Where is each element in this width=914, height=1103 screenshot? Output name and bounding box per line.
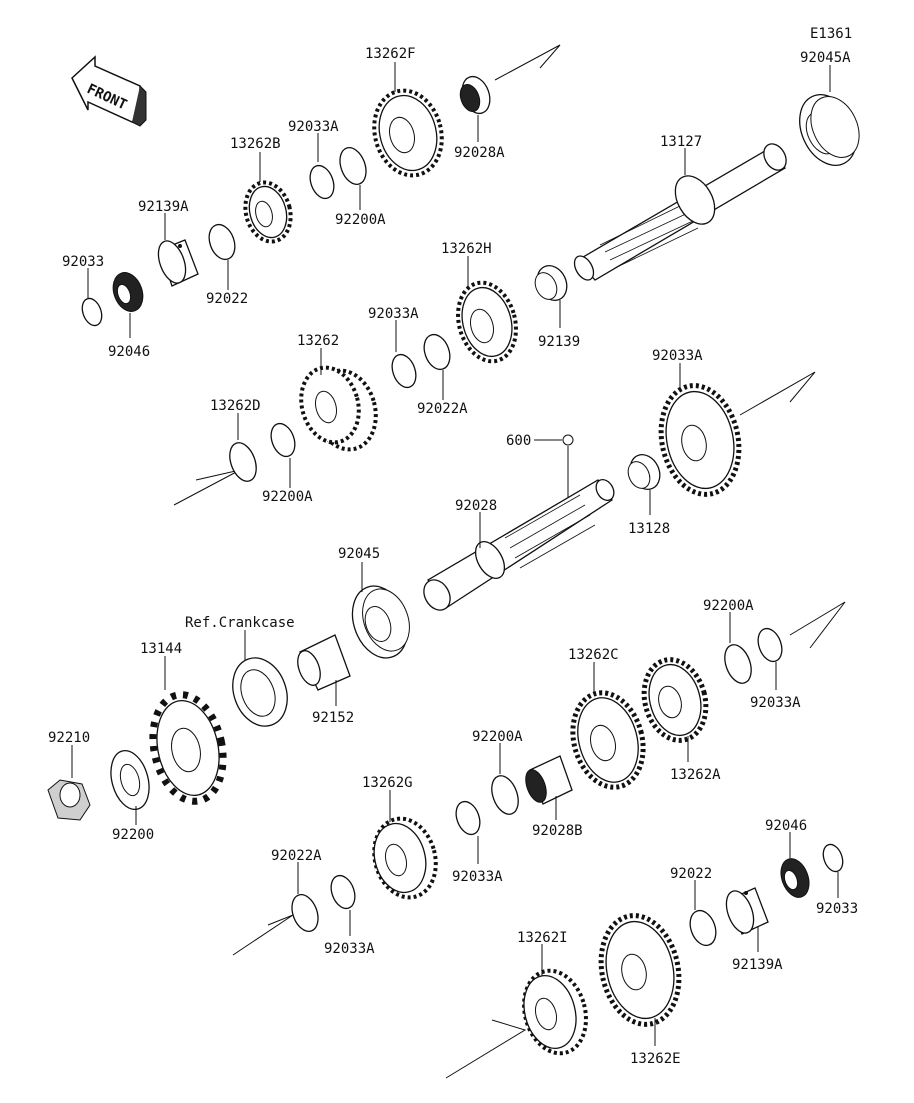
circlip-92033A-1 (309, 164, 335, 200)
label-92033A-1: 92033A (288, 119, 339, 135)
collar-92139A-1 (157, 239, 199, 287)
label-92022A-1: 92022A (417, 401, 468, 417)
label-13262C: 13262C (568, 647, 619, 663)
label-92045: 92045 (338, 546, 380, 562)
gear-13262I (522, 968, 588, 1056)
label-13262G: 13262G (362, 775, 413, 791)
label-92033A-6: 92033A (324, 941, 375, 957)
nut-92210 (47, 779, 91, 821)
axis-line-right-mid (789, 601, 846, 649)
washer-92022-2 (689, 909, 717, 947)
label-13128: 92028 (455, 498, 497, 514)
washer-92200A-2 (229, 442, 257, 482)
label-92028: 13128 (628, 521, 670, 537)
washer-92022A-1 (423, 333, 451, 371)
sprocket-13144 (149, 691, 227, 805)
circlip-92033-1 (81, 297, 103, 327)
label-92210: 92210 (48, 730, 90, 746)
label-92028A: 92028A (454, 145, 505, 161)
collar-92139 (534, 264, 568, 302)
label-92045A: 92045A (800, 50, 851, 66)
gear-13262F (372, 88, 444, 178)
oil-seal (232, 657, 288, 727)
label-92046-2: 92046 (765, 818, 807, 834)
axis-line-top (494, 44, 561, 81)
label-92139: 92139 (538, 334, 580, 350)
gear-13262A (641, 657, 709, 743)
circlip-92033A-2 (391, 353, 417, 389)
gear-13262B (243, 180, 293, 244)
axis-line-left-mid (173, 469, 241, 506)
front-arrow-icon: FRONT (71, 55, 147, 127)
grease-point-icon (562, 434, 574, 446)
needle-bearing-92046-2 (780, 858, 810, 898)
label-92200A-4: 92200A (472, 729, 523, 745)
circlip-92033A-5 (455, 800, 481, 836)
label-13262D: 92033A (652, 348, 703, 364)
label-92033-1: 92033 (62, 254, 104, 270)
gear-13262 (299, 365, 378, 452)
label-13262A: 13262A (670, 767, 721, 783)
collar-92139A-2 (725, 887, 769, 935)
bearing-92045A (799, 94, 860, 166)
needle-bearing-92028B (525, 755, 573, 805)
label-13144: 13144 (140, 641, 182, 657)
label-92028B: 92028B (532, 823, 583, 839)
washer-92022-1 (208, 223, 236, 261)
label-92200: 92200 (112, 827, 154, 843)
label-92033A-4: 92033A (750, 695, 801, 711)
label-92022A-2: 92022A (271, 848, 322, 864)
gear-13262H (456, 280, 518, 364)
axis-line-bottom (445, 1019, 527, 1079)
gear-13262C (570, 690, 646, 790)
collar-92152 (297, 634, 351, 691)
gear-13262G (372, 816, 438, 900)
label-92139A-1: 92139A (138, 199, 189, 215)
label-92022-2: 92022 (670, 866, 712, 882)
label-92033A-5: 92033A (452, 869, 503, 885)
label-92046-1: 92046 (108, 344, 150, 360)
washer-92200A-1 (339, 147, 367, 185)
shaft-13127 (573, 143, 787, 281)
circlip-92033A-3 (270, 422, 296, 458)
bearing-92028 (627, 453, 661, 491)
label-92033A-2: 92033A (368, 306, 419, 322)
label-92033-2: 92033 (816, 901, 858, 917)
label-92200A-3: 92200A (703, 598, 754, 614)
label-600: 600 (506, 433, 531, 449)
label-92033A-3: 92200A (262, 489, 313, 505)
washer-92022A-2 (291, 894, 319, 932)
axis-line-left-low (232, 914, 294, 956)
shaft-13128 (423, 479, 615, 611)
circlip-92033-2 (822, 843, 844, 873)
gear-13262D (658, 383, 742, 497)
label-92022-1: 92022 (206, 291, 248, 307)
circlip-92033A-6 (330, 874, 356, 910)
label-92152: 92152 (312, 710, 354, 726)
label-13262B: 13262B (230, 136, 281, 152)
washer-92200A-3 (724, 644, 752, 684)
label-13262: 13262 (297, 333, 339, 349)
label-92200A-2: 13262D (210, 398, 261, 414)
diagram-code: E1361 (810, 26, 852, 42)
washer-92200A-4 (491, 775, 519, 815)
bearing-92045 (351, 585, 410, 659)
circlip-92033A-4 (757, 627, 783, 663)
label-13262H: 13262H (441, 241, 492, 257)
label-13262I: 13262I (517, 930, 568, 946)
axis-line-d (739, 371, 816, 416)
label-13127: 13127 (660, 134, 702, 150)
label-13262E: 13262E (630, 1051, 681, 1067)
needle-bearing-92028A (459, 75, 491, 115)
gear-13262E (598, 913, 682, 1027)
label-92139A-2: 92139A (732, 957, 783, 973)
label-13262F: 13262F (365, 46, 416, 62)
label-92200A-1: 92200A (335, 212, 386, 228)
needle-bearing-92046-1 (112, 272, 144, 312)
ref-crankcase-label: Ref.Crankcase (185, 615, 295, 631)
